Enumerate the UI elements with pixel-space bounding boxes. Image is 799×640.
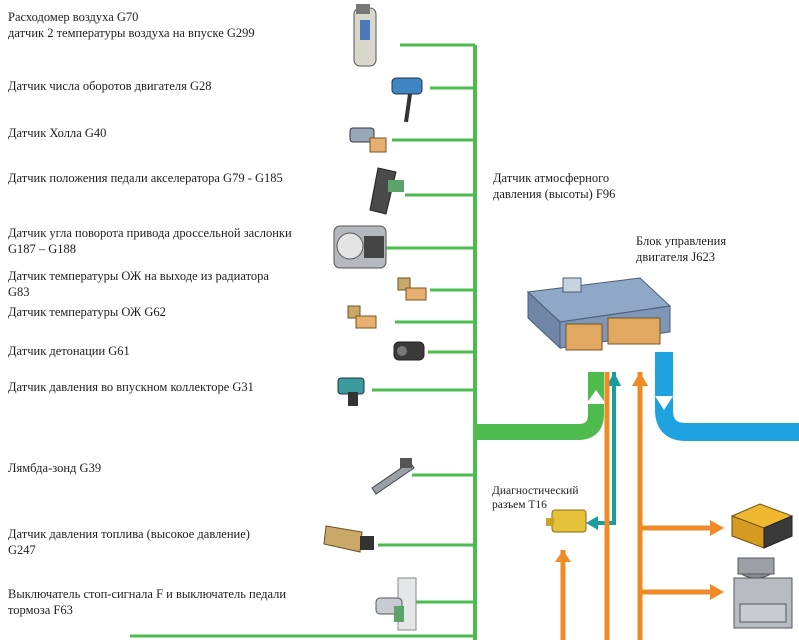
engine-speed-sensor-icon (391, 77, 423, 123)
out-arrow-2 (710, 584, 724, 600)
coolant-temp-sensor-2-icon (347, 305, 377, 329)
out-arrow-3 (555, 550, 571, 562)
sensor-label-g61: Датчик детонации G61 (8, 344, 130, 358)
ecu-label: Блок управления двигателя J623 (636, 234, 727, 264)
pressure-sensor-label: Датчик атмосферного давления (высоты) F9… (493, 171, 616, 201)
diag-arrow-left (586, 516, 598, 530)
sensor-label-g70: Расходомер воздуха G70 датчик 2 температ… (8, 10, 255, 40)
sensor-label-g39: Лямбда-зонд G39 (8, 461, 102, 475)
sensor-label-g79: Датчик положения педали акселератора G79… (8, 171, 283, 185)
can-bus (655, 352, 799, 441)
lambda-probe-icon (371, 458, 415, 495)
coolant-temp-sensor-icon (397, 277, 427, 301)
can-arrow (655, 396, 673, 410)
accelerator-pedal-icon (369, 167, 404, 215)
diag-arrow-up (607, 372, 621, 386)
diagnostic-bus (598, 372, 616, 525)
throttle-body-icon (333, 225, 387, 269)
control-module-icon (730, 503, 794, 549)
air-flow-meter-icon (353, 4, 377, 67)
sensor-label-f63: Выключатель стоп-сигнала F и выключатель… (8, 587, 287, 617)
brake-switch-icon (375, 577, 417, 631)
sensor-label-g83: Датчик температуры ОЖ на выходе из радиа… (8, 269, 269, 299)
output-bus (560, 372, 712, 640)
knock-sensor-icon (393, 341, 425, 361)
hall-sensor-icon (349, 127, 387, 153)
diagnostic-label: Диагностический разъем T16 (492, 485, 579, 511)
engine-control-unit-icon (526, 277, 672, 351)
fuel-pressure-sensor-icon (323, 525, 374, 553)
diagnostic-connector-icon (546, 509, 587, 533)
input-bus (130, 43, 604, 640)
sensor-label-g31: Датчик давления во впускном коллекторе G… (8, 380, 254, 394)
sensor-label-g187: Датчик угла поворота привода дроссельной… (8, 226, 292, 256)
sensor-label-g40: Датчик Холла G40 (8, 126, 107, 140)
manifold-pressure-sensor-icon (337, 377, 365, 406)
sensor-label-g28: Датчик числа оборотов двигателя G28 (8, 79, 212, 93)
input-arrow (586, 390, 606, 404)
out-arrow-4 (632, 372, 648, 386)
sensor-label-g62: Датчик температуры ОЖ G62 (8, 305, 166, 319)
sensor-label-g247: Датчик давления топлива (высокое давлени… (8, 527, 250, 557)
out-arrow-1 (710, 520, 724, 536)
hydraulic-unit-icon (733, 557, 793, 629)
